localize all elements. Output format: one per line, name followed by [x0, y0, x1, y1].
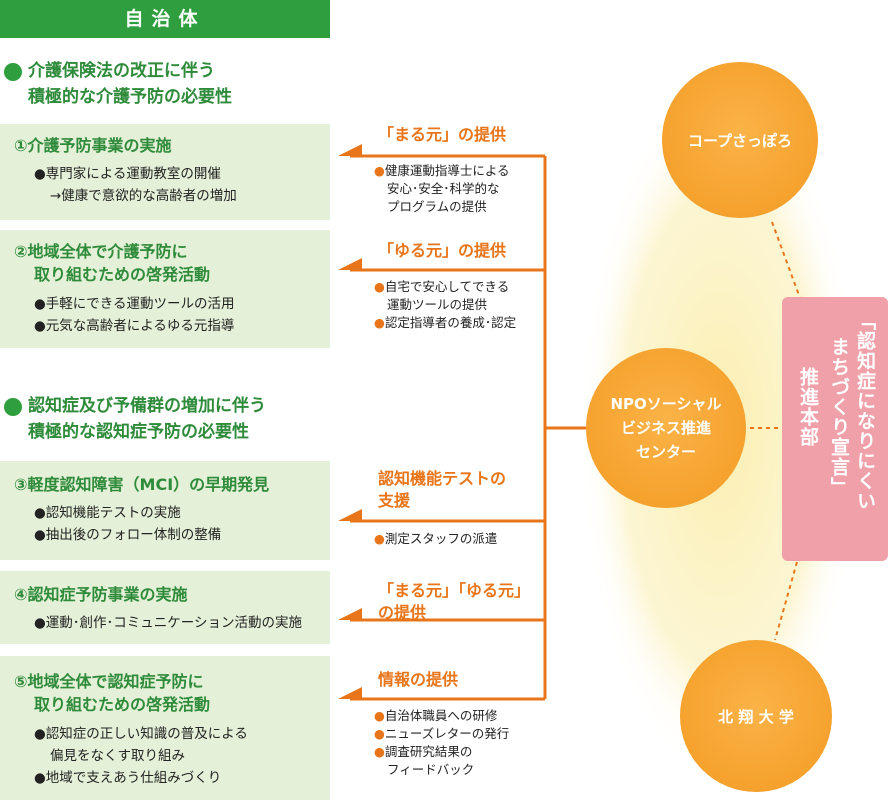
- provision-1-item-1: ●健康運動指導士による: [374, 162, 510, 180]
- box-3: ③軽度認知障害（MCI）の早期発見 ●認知機能テストの実施 ●抽出後のフォロー体…: [0, 461, 330, 560]
- box-5-item-3: ●地域で支えあう仕組みづくり: [34, 770, 222, 786]
- declaration-col1: 「認知症になりにくい: [854, 311, 876, 511]
- provision-5-item-2: ●ニューズレターの発行: [374, 725, 509, 743]
- provision-5-items: ●自治体職員への研修 ●ニューズレターの発行 ●調査研究結果の フィードバック: [374, 707, 509, 779]
- box-4: ④認知症予防事業の実施 ●運動･創作･コミュニケーション活動の実施: [0, 571, 330, 644]
- orange-dot-icon: ●: [374, 279, 385, 294]
- arrow-3: [338, 509, 362, 521]
- box-5-item-2: 偏見をなくす取り組み: [50, 748, 185, 764]
- provision-5-item-3: ●調査研究結果の: [374, 743, 509, 761]
- box-5-title-2: 取り組むための啓発活動: [34, 695, 211, 714]
- provision-1-items: ●健康運動指導士による 安心･安全･科学的な プログラムの提供: [374, 162, 510, 216]
- box-1-item-1: ●専門家による運動教室の開催: [34, 166, 221, 182]
- orange-dot-icon: ●: [374, 163, 385, 178]
- provision-4: 「まる元」「ゆる元」 の提供: [378, 580, 530, 624]
- npo-label-line1: NPOソーシャル: [610, 395, 722, 413]
- declaration-col2: まちづくり宣言」: [828, 337, 850, 497]
- arrow-2: [338, 258, 362, 270]
- provision-3-title-1: 認知機能テストの: [378, 469, 507, 488]
- university-label: 北 翔 大 学: [718, 707, 794, 726]
- provision-1-item-3-text: プログラムの提供: [387, 199, 487, 214]
- arrow-1: [338, 144, 362, 156]
- box-3-item-2: ●抽出後のフォロー体制の整備: [34, 527, 222, 543]
- circle-coop-sapporo: コープさっぽろ: [662, 62, 818, 218]
- npo-label: NPOソーシャル ビジネス推進 センター: [611, 392, 722, 464]
- provision-5: 情報の提供: [378, 669, 458, 691]
- provision-5-item-3-text: 調査研究結果の: [384, 744, 473, 759]
- box-1: ①介護予防事業の実施 ●専門家による運動教室の開催 →健康で意欲的な高齢者の増加: [0, 124, 330, 220]
- provision-4-title-2: の提供: [378, 603, 427, 622]
- provision-3-item-1-text: 測定スタッフの派遣: [384, 531, 498, 546]
- provision-5-item-2-text: ニューズレターの発行: [384, 726, 510, 741]
- orange-dot-icon: ●: [374, 726, 385, 741]
- provision-3: 認知機能テストの 支援: [378, 468, 506, 512]
- provision-5-item-4: フィードバック: [374, 761, 509, 779]
- box-4-title: ④認知症予防事業の実施: [14, 585, 188, 604]
- provision-2-item-2: 運動ツールの提供: [374, 296, 516, 314]
- dotted-link-univ: [774, 561, 798, 641]
- box-5-title-1: ⑤地域全体で認知症予防に: [14, 672, 204, 691]
- arrow-5: [338, 687, 362, 699]
- orange-dot-icon: ●: [374, 531, 385, 546]
- provision-5-item-4-text: フィードバック: [387, 762, 475, 777]
- section1-line2: 積極的な介護予防の必要性: [28, 87, 232, 107]
- provision-1-item-2: 安心･安全･科学的な: [374, 180, 510, 198]
- provision-2: 「ゆる元」の提供: [378, 240, 506, 262]
- box-3-item-1: ●認知機能テストの実施: [34, 505, 181, 521]
- section2-line2: 積極的な認知症予防の必要性: [28, 422, 249, 442]
- provision-5-item-1: ●自治体職員への研修: [374, 707, 509, 725]
- provision-3-items: ●測定スタッフの派遣: [374, 530, 497, 548]
- section1-title: 介護保険法の改正に伴う 積極的な介護予防の必要性: [28, 58, 232, 110]
- box-2-item-1: ●手軽にできる運動ツールの活用: [34, 296, 235, 312]
- box-1-title: ①介護予防事業の実施: [14, 136, 172, 155]
- declaration-headquarters-box: 「認知症になりにくい まちづくり宣言」 推進本部: [782, 297, 888, 561]
- provision-3-title-2: 支援: [378, 491, 411, 510]
- orange-dot-icon: ●: [374, 315, 385, 330]
- provision-1-title: 「まる元」の提供: [378, 125, 507, 144]
- box-5: ⑤地域全体で認知症予防に 取り組むための啓発活動 ●認知症の正しい知識の普及によ…: [0, 656, 330, 800]
- provision-2-item-1: ●自宅で安心してできる: [374, 278, 516, 296]
- box-3-title: ③軽度認知障害（MCI）の早期発見: [14, 475, 270, 494]
- section-bullet-icon: [4, 398, 22, 416]
- section2-title: 認知症及び予備群の増加に伴う 積極的な認知症予防の必要性: [28, 393, 266, 445]
- section2-line1: 認知症及び予備群の増加に伴う: [28, 396, 266, 416]
- provision-2-items: ●自宅で安心してできる 運動ツールの提供 ●認定指導者の養成･認定: [374, 278, 516, 332]
- provision-5-item-1-text: 自治体職員への研修: [384, 708, 498, 723]
- box-2-title-2: 取り組むための啓発活動: [34, 265, 211, 284]
- provision-2-item-1-text: 自宅で安心してできる: [384, 279, 510, 294]
- npo-label-line2: ビジネス推進: [620, 419, 711, 437]
- provision-3-item-1: ●測定スタッフの派遣: [374, 530, 497, 548]
- section-bullet-icon: [4, 63, 22, 81]
- orange-dot-icon: ●: [374, 708, 385, 723]
- box-2: ②地域全体で介護予防に 取り組むための啓発活動 ●手軽にできる運動ツールの活用 …: [0, 230, 330, 348]
- provision-1-item-1-text: 健康運動指導士による: [384, 163, 510, 178]
- box-1-item-2: →健康で意欲的な高齢者の増加: [50, 188, 237, 204]
- orange-dot-icon: ●: [374, 744, 385, 759]
- box-2-title-1: ②地域全体で介護予防に: [14, 242, 188, 261]
- circle-npo-center: NPOソーシャル ビジネス推進 センター: [586, 348, 746, 508]
- provision-1-item-3: プログラムの提供: [374, 198, 510, 216]
- provision-2-title: 「ゆる元」の提供: [378, 241, 507, 260]
- section1-line1: 介護保険法の改正に伴う: [28, 61, 215, 81]
- provision-2-item-3: ●認定指導者の養成･認定: [374, 314, 516, 332]
- arrow-4: [338, 608, 362, 620]
- provision-4-title-1: 「まる元」「ゆる元」: [378, 581, 531, 600]
- dotted-link-coop: [771, 221, 801, 299]
- provision-2-item-3-text: 認定指導者の養成･認定: [384, 315, 517, 330]
- circle-hokusho-university: 北 翔 大 学: [680, 640, 832, 792]
- provision-2-item-2-text: 運動ツールの提供: [387, 297, 488, 312]
- provision-1: 「まる元」の提供: [378, 124, 506, 146]
- box-4-item-1: ●運動･創作･コミュニケーション活動の実施: [34, 615, 303, 631]
- box-2-item-2: ●元気な高齢者によるゆる元指導: [34, 318, 235, 334]
- box-5-item-1: ●認知症の正しい知識の普及による: [34, 726, 248, 742]
- npo-label-line3: センター: [635, 443, 696, 461]
- provision-1-item-2-text: 安心･安全･科学的な: [387, 181, 500, 196]
- coop-label: コープさっぽろ: [687, 131, 793, 150]
- header-municipality: 自治体: [0, 0, 330, 38]
- provision-5-title: 情報の提供: [378, 670, 459, 689]
- declaration-col3: 推進本部: [797, 367, 819, 447]
